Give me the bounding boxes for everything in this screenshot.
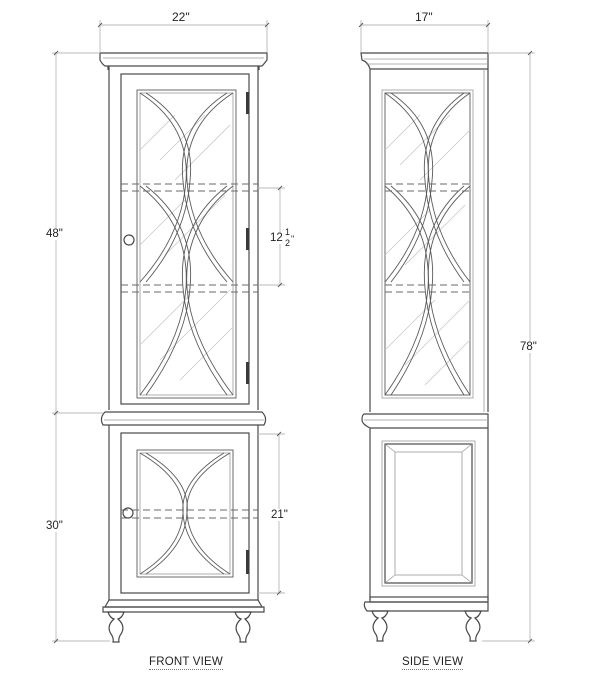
hinge-icon xyxy=(246,92,249,114)
shelf-spacing-frac-num: 1 xyxy=(285,227,291,237)
shelf-spacing-unit: " xyxy=(291,234,295,244)
front-width-label: 22" xyxy=(172,10,190,24)
side-upper-fretwork xyxy=(384,92,471,396)
side-lower-cabinet xyxy=(369,428,489,600)
lower-height-label: 30" xyxy=(45,520,64,532)
upper-door-knob-icon xyxy=(123,234,135,246)
total-height-label: 78" xyxy=(519,341,538,353)
shelf-spacing-whole: 12 xyxy=(270,232,283,244)
side-base-molding xyxy=(363,596,489,612)
front-base-molding xyxy=(102,599,265,613)
side-total-height-dimension xyxy=(482,50,535,644)
front-upper-cabinet xyxy=(108,66,259,410)
front-lower-door xyxy=(120,432,250,594)
side-depth-label: 17" xyxy=(415,10,433,24)
side-upper-cornice xyxy=(360,52,489,70)
front-view-title: FRONT VIEW xyxy=(149,656,223,670)
lower-door-knob-icon xyxy=(122,507,134,519)
lower-door-height-label: 21" xyxy=(270,509,289,521)
hinge-icon xyxy=(246,362,249,384)
side-raised-panel xyxy=(384,443,473,584)
front-feet xyxy=(107,611,252,643)
hinge-icon xyxy=(246,228,249,250)
side-depth-dimension xyxy=(358,20,491,52)
front-mid-molding xyxy=(100,411,267,426)
side-view-title: SIDE VIEW xyxy=(402,656,464,670)
hinge-icon xyxy=(246,550,249,574)
front-upper-cornice xyxy=(99,52,268,70)
glass-reflection-lines xyxy=(139,114,233,381)
side-view xyxy=(358,20,535,644)
front-width-dimension xyxy=(97,20,270,52)
shelf-spacing-label: 12 xyxy=(269,232,295,244)
side-mid-molding xyxy=(361,413,489,429)
front-height-dimensions xyxy=(52,50,110,644)
front-lower-cabinet xyxy=(108,425,259,600)
shelf-spacing-frac-den: 2 xyxy=(285,238,291,248)
front-view xyxy=(52,20,285,644)
upper-height-label: 48" xyxy=(45,228,64,240)
front-upper-fretwork xyxy=(139,92,234,396)
side-upper-cabinet xyxy=(369,69,489,412)
side-feet xyxy=(371,610,482,642)
